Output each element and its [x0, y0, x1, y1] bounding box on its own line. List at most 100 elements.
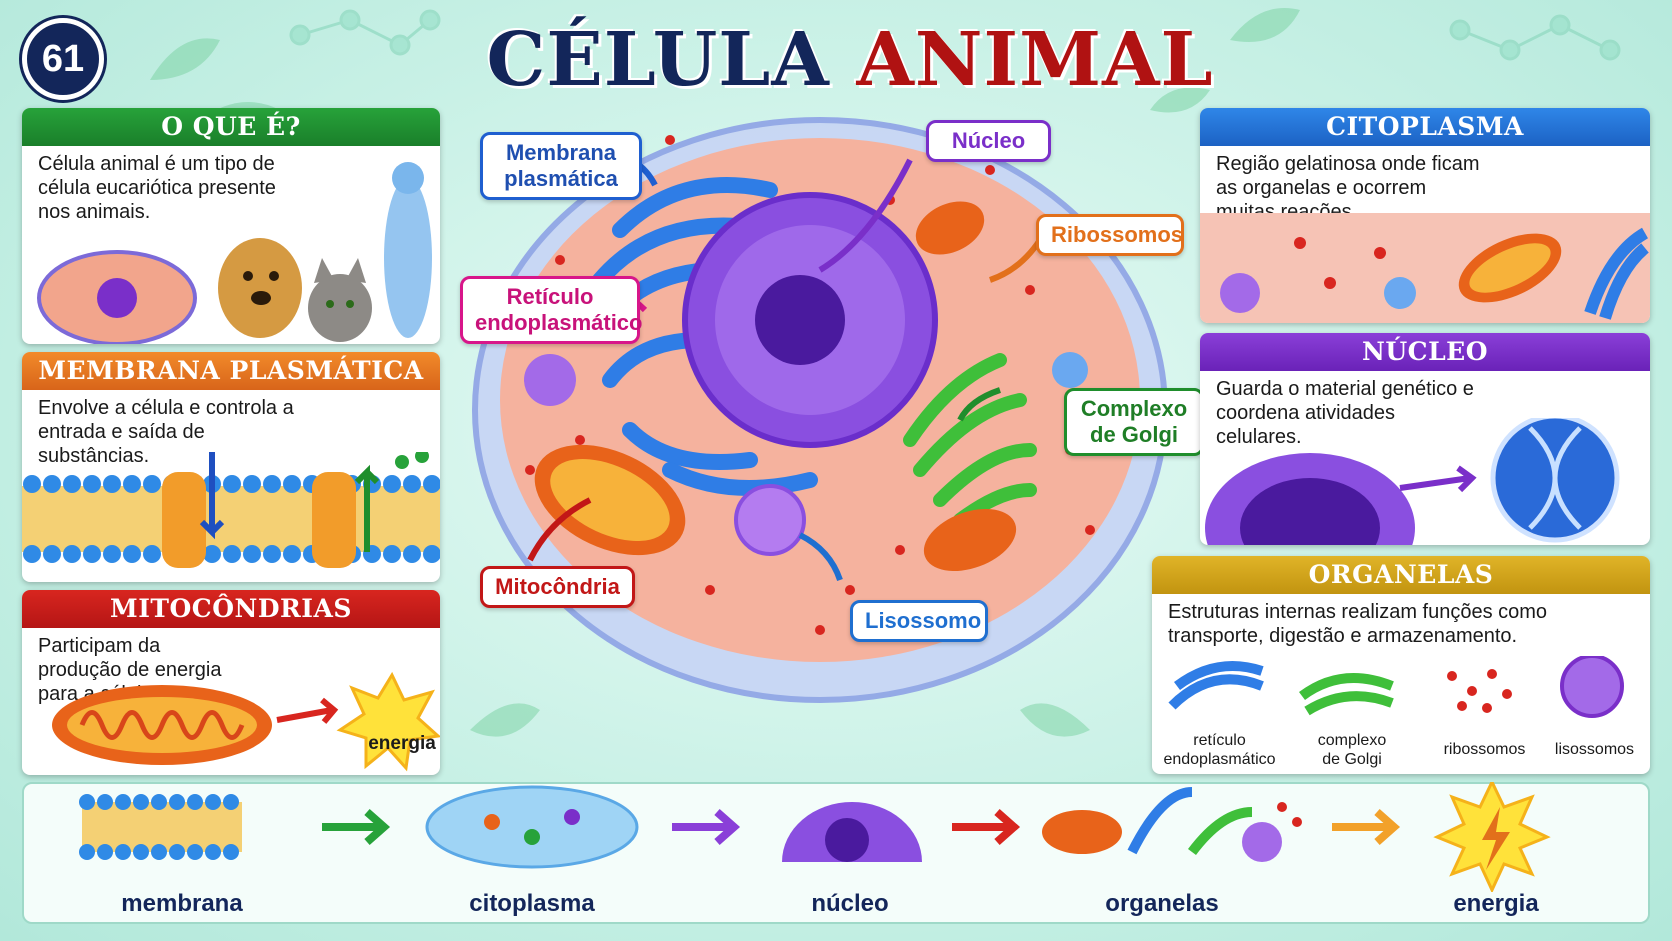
- lysosome-icon: [1560, 656, 1624, 718]
- molecule-icon: [419, 9, 441, 31]
- leaf-icon: [1020, 703, 1090, 737]
- label-golgi: Complexo de Golgi: [1064, 388, 1204, 456]
- arrow-right-icon: [672, 809, 741, 845]
- organelle-label-reticulum-line1: retículo: [1193, 732, 1246, 749]
- flow-label-energy: energia: [1453, 890, 1539, 917]
- molecule-icon: [289, 24, 311, 46]
- flow-label-cytoplasm: citoplasma: [469, 890, 595, 917]
- vesicle-shape: [1052, 352, 1088, 388]
- organelle-label-ribosomes-line1: ribossomos: [1443, 741, 1526, 758]
- organelle-label-lysosomes: lisossomos: [1542, 740, 1647, 759]
- leaf-icon: [1150, 87, 1210, 113]
- label-ribosomes-line1: Ribossomos: [1051, 222, 1184, 247]
- panel-mitochondria-text: Participam da produção de energia para a…: [38, 635, 222, 705]
- organelle-label-reticulum-line2: endoplasmático: [1163, 751, 1276, 768]
- membrane-illustration: [22, 452, 440, 568]
- molecule-icon: [1499, 39, 1521, 61]
- organelles-illustration: [1168, 656, 1624, 718]
- panel-nucleus-text: Guarda o material genético e coordena at…: [1216, 378, 1474, 448]
- animal-cell-diagram: [472, 117, 1168, 703]
- arrow-golgi-pointer: [957, 387, 1001, 422]
- vesicle-icon: [1384, 277, 1416, 309]
- label-ribosomes: Ribossomos: [1036, 214, 1184, 256]
- organelle-label-reticulum: retículo endoplasmático: [1152, 731, 1287, 769]
- nucleus-illustration: [1205, 418, 1620, 545]
- organelle-label-golgi: complexo de Golgi: [1292, 731, 1412, 769]
- organelle-label-golgi-line1: complexo: [1317, 732, 1387, 749]
- flow-label-nucleus: núcleo: [811, 890, 889, 917]
- arrow-lysosome-pointer: [798, 532, 843, 582]
- nucleolus-shape: [755, 275, 845, 365]
- panel-mitochondria: MITOCÔNDRIAS Participam da produção de e…: [22, 590, 440, 775]
- label-lysosome-line1: Lisossomo: [865, 608, 982, 633]
- molecule-icon: [339, 9, 361, 31]
- molecule-icon: [1549, 14, 1571, 36]
- panel-nucleus-title: NÚCLEO: [1200, 333, 1650, 371]
- arrow-right-icon: [1332, 809, 1401, 845]
- organelle-label-lysosomes-line1: lisossomos: [1554, 741, 1635, 758]
- label-reticulum-line1: Retículo: [506, 284, 594, 309]
- label-golgi-line2: de Golgi: [1090, 422, 1178, 447]
- label-mito-line1: Mitocôndria: [495, 574, 620, 599]
- mitochondria-shape: [923, 508, 1017, 572]
- ribosomes-icon: [1447, 669, 1512, 713]
- title-part-2: ANIMAL: [856, 17, 1214, 103]
- label-lysosome: Lisossomo: [850, 600, 988, 642]
- panel-organelles-text: Estruturas internas realizam funções com…: [1168, 601, 1548, 647]
- reticulum-icon: [1584, 227, 1649, 320]
- panel-mitochondria-title: MITOCÔNDRIAS: [22, 590, 440, 628]
- panel-what-is: O QUE É? Célula animal é um tipo de célu…: [22, 108, 440, 344]
- panel-nucleus: NÚCLEO Guarda o material genético e coor…: [1200, 333, 1650, 545]
- flow-label-membrane: membrana: [121, 890, 243, 917]
- panel-organelles: ORGANELAS Estruturas internas realizam f…: [1152, 556, 1650, 774]
- label-nucleus: Núcleo: [926, 120, 1051, 162]
- dog-icon: [218, 238, 302, 338]
- molecule-icon: [389, 34, 411, 56]
- lysosome-shape: [734, 484, 806, 556]
- lightning-icon: [1482, 807, 1510, 870]
- label-membrane-line1: Membrana: [505, 140, 617, 165]
- label-reticulum-line2: endoplasmático: [475, 310, 643, 335]
- organelle-label-golgi-line2: de Golgi: [1322, 751, 1382, 768]
- flow-label-organelles: organelas: [1105, 890, 1219, 917]
- page-title: CÉLULA ANIMAL: [400, 10, 1300, 110]
- label-membrane-line2: plasmática: [504, 166, 618, 191]
- molecule-icon: [1449, 19, 1471, 41]
- arrow-right-icon: [952, 809, 1021, 845]
- cat-icon: [308, 274, 372, 342]
- energy-label: energia: [368, 733, 436, 754]
- human-body-icon: [384, 178, 432, 338]
- arrow-mito-pointer: [527, 497, 592, 562]
- golgi-icon: [1299, 673, 1394, 716]
- arrow-nucleus-pointer: [818, 158, 913, 273]
- mitochondria-illustration: [52, 671, 440, 772]
- reticulum-icon: [1168, 661, 1264, 710]
- title-part-1: CÉLULA: [486, 17, 830, 103]
- protein-channel-icon: [312, 472, 356, 568]
- panel-membrane: MEMBRANA PLASMÁTICA Envolve a célula e c…: [22, 352, 440, 582]
- panel-cytoplasm: CITOPLASMA Região gelatinosa onde ficam …: [1200, 108, 1650, 323]
- protein-channel-icon: [162, 472, 206, 568]
- mitochondria-shape: [915, 201, 985, 255]
- animal-illustration: [37, 162, 432, 344]
- arrow-right-icon: [276, 697, 339, 724]
- page-number-badge: 61: [22, 18, 104, 100]
- vesicle-shape: [524, 354, 576, 406]
- arrow-right-icon: [322, 809, 391, 845]
- cytoplasm-icon: [425, 785, 639, 869]
- panel-membrane-title: MEMBRANA PLASMÁTICA: [22, 352, 440, 390]
- panel-organelles-title: ORGANELAS: [1152, 556, 1650, 594]
- vesicle-icon: [1220, 273, 1260, 313]
- leaf-icon: [470, 703, 540, 737]
- panel-membrane-text: Envolve a célula e controla a entrada e …: [38, 397, 294, 467]
- label-reticulum: Retículo endoplasmático: [460, 276, 643, 344]
- energy-burst-icon: [336, 671, 440, 772]
- molecule-icon: [1599, 39, 1621, 61]
- label-mitochondria: Mitocôndria: [480, 566, 635, 608]
- arrow-down-icon: [199, 452, 225, 540]
- panel-cytoplasm-title: CITOPLASMA: [1200, 108, 1650, 146]
- arrow-up-icon: [354, 464, 380, 552]
- label-golgi-line1: Complexo: [1080, 396, 1188, 421]
- leaf-icon: [1230, 8, 1300, 42]
- flow-illustrations: [79, 782, 1551, 892]
